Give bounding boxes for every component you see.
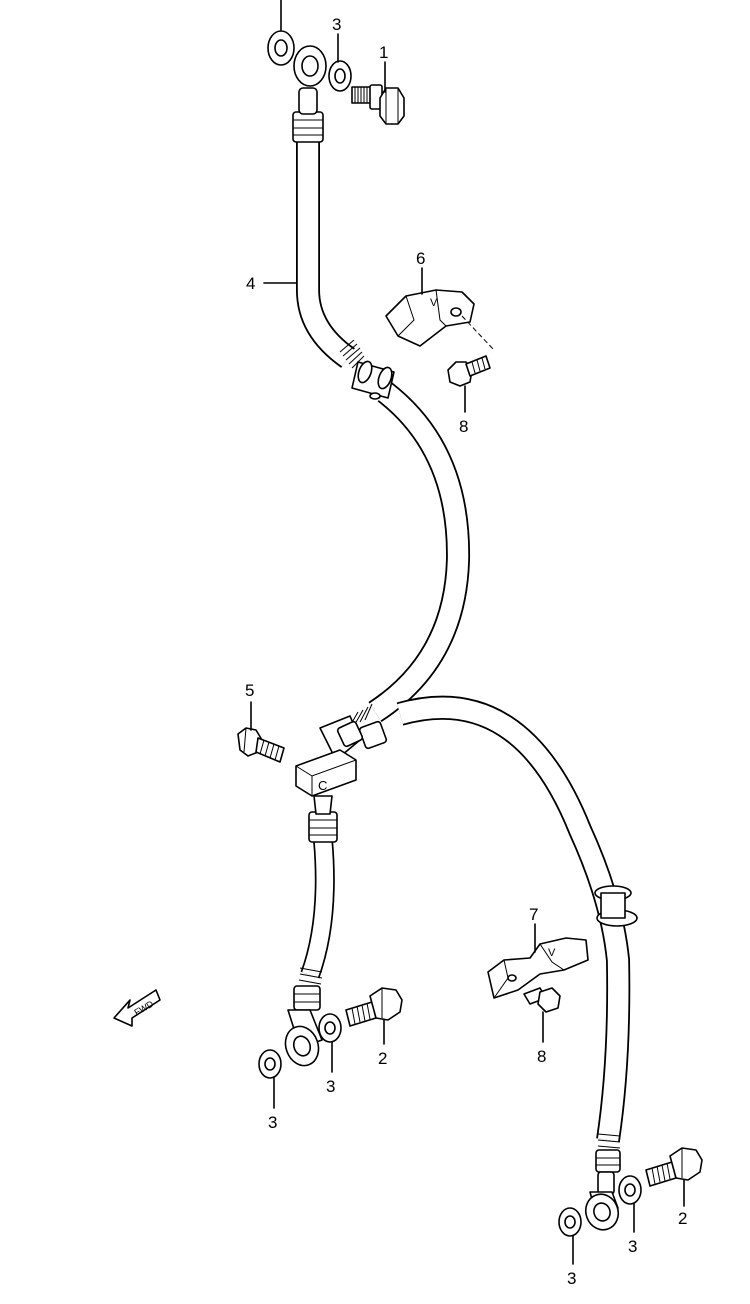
upper-brake-hose xyxy=(292,87,365,369)
callout-4: 4 xyxy=(246,274,255,293)
callout-2-left: 2 xyxy=(378,1049,387,1068)
callout-3-lower-left-a: 3 xyxy=(326,1077,335,1096)
part-2-bolt-right xyxy=(645,1147,703,1187)
callout-5: 5 xyxy=(245,681,254,700)
callout-3-lower-right-a: 3 xyxy=(628,1237,637,1256)
upper-joint-fitting xyxy=(351,360,395,400)
three-way-joint: C xyxy=(295,715,388,815)
callout-2-right: 2 xyxy=(678,1209,687,1228)
part-8-bolt-lower xyxy=(523,987,561,1013)
callout-8-lower: 8 xyxy=(537,1047,546,1066)
callout-3-top: 3 xyxy=(332,15,341,34)
callout-6: 6 xyxy=(416,249,425,268)
top-banjo-fitting xyxy=(267,0,352,92)
callout-7: 7 xyxy=(529,905,538,924)
bracket-marker: V xyxy=(430,297,438,309)
left-brake-hose xyxy=(293,811,338,1011)
right-brake-hose xyxy=(396,695,638,1195)
lower-right-banjo-fitting xyxy=(558,1175,642,1237)
part-8-bolt-upper xyxy=(447,355,491,387)
part-5-bolt xyxy=(237,727,285,763)
callout-leaders xyxy=(250,33,685,1265)
bracket-7-marker: V xyxy=(548,947,556,959)
middle-brake-hose xyxy=(349,382,471,727)
part-7-bracket: V xyxy=(487,937,589,999)
callout-1: 1 xyxy=(379,43,388,62)
part-6-bracket: V xyxy=(385,289,495,351)
fwd-arrow-icon: FWD xyxy=(113,989,161,1027)
joint-marker: C xyxy=(318,778,327,793)
part-1-union-bolt xyxy=(351,84,405,125)
callout-8-upper: 8 xyxy=(459,417,468,436)
lower-left-banjo-fitting xyxy=(258,1009,342,1079)
callout-3-lower-right-b: 3 xyxy=(567,1269,576,1288)
callout-3-lower-left-b: 3 xyxy=(268,1113,277,1132)
part-2-bolt-left xyxy=(345,987,403,1027)
